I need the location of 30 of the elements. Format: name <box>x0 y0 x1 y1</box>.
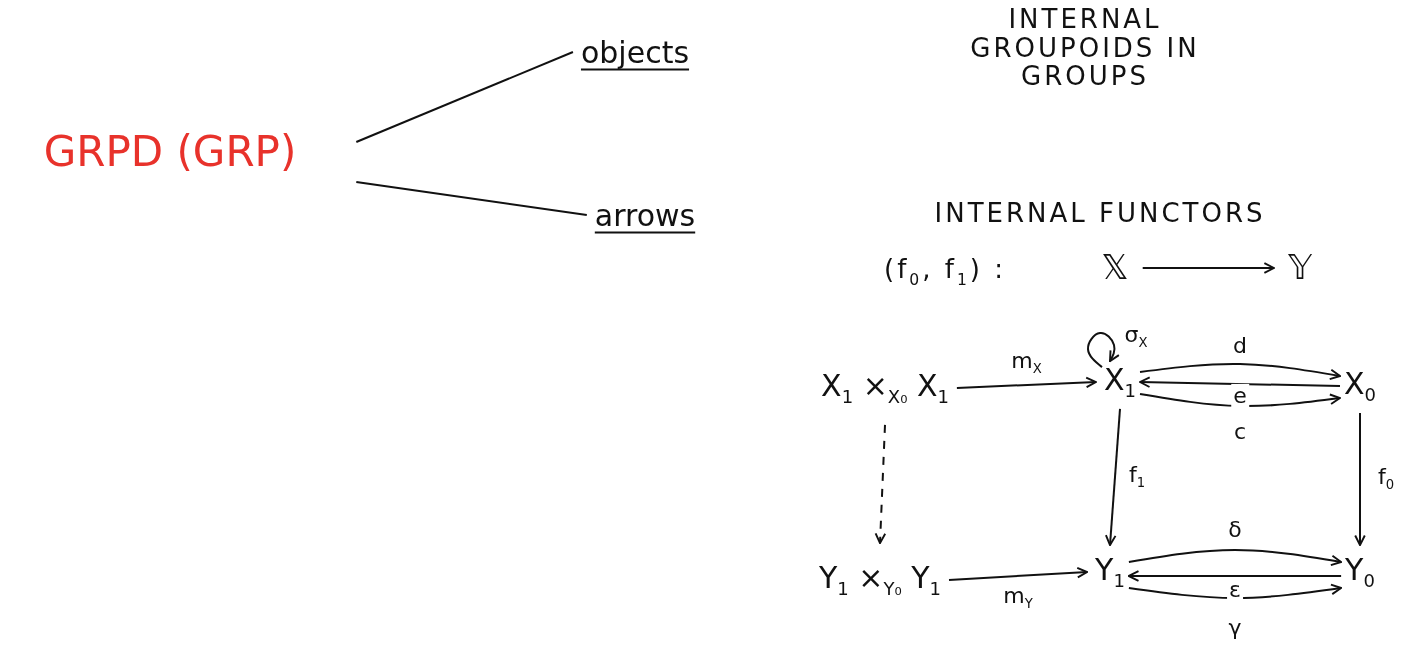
arrow <box>1139 393 1341 408</box>
arrow <box>955 376 1097 389</box>
title-label: GRPD (GRP) <box>43 128 297 176</box>
math-object: Y$_{1}$ ×$_{Y₀}$ Y$_{1}$ <box>819 561 941 599</box>
math-object: Y$_{1}$ <box>1095 553 1125 591</box>
connector-line <box>355 51 574 143</box>
arrow <box>1139 362 1341 381</box>
category-label: objects <box>580 35 690 69</box>
note-text: INTERNAL FUNCTORS <box>934 198 1266 228</box>
math-symbol: 𝕐 <box>1288 249 1312 287</box>
connector-line <box>355 181 588 216</box>
note-text: INTERNAL GROUPOIDS IN GROUPS <box>969 5 1201 91</box>
arrow <box>874 423 887 545</box>
note-text: (f$_{0}$, f$_{1}$) : <box>884 255 1006 289</box>
category-label: arrows <box>594 198 696 232</box>
arrow <box>1127 570 1343 582</box>
arrow <box>1141 262 1275 274</box>
math-object: Y$_{0}$ <box>1345 553 1375 591</box>
arrow <box>1139 376 1341 388</box>
arrow <box>948 566 1089 581</box>
math-object: X$_{1}$ ×$_{X₀}$ X$_{1}$ <box>821 369 949 407</box>
math-object: X$_{0}$ <box>1344 367 1376 405</box>
arrow <box>1104 407 1121 547</box>
arrow <box>1354 411 1366 547</box>
arrow <box>1127 583 1343 599</box>
math-symbol: 𝕏 <box>1101 249 1129 287</box>
arrow <box>1127 549 1343 567</box>
loop-arrow <box>1087 332 1120 369</box>
math-object: X$_{1}$ <box>1104 363 1136 401</box>
edge-label: e <box>1231 383 1249 409</box>
